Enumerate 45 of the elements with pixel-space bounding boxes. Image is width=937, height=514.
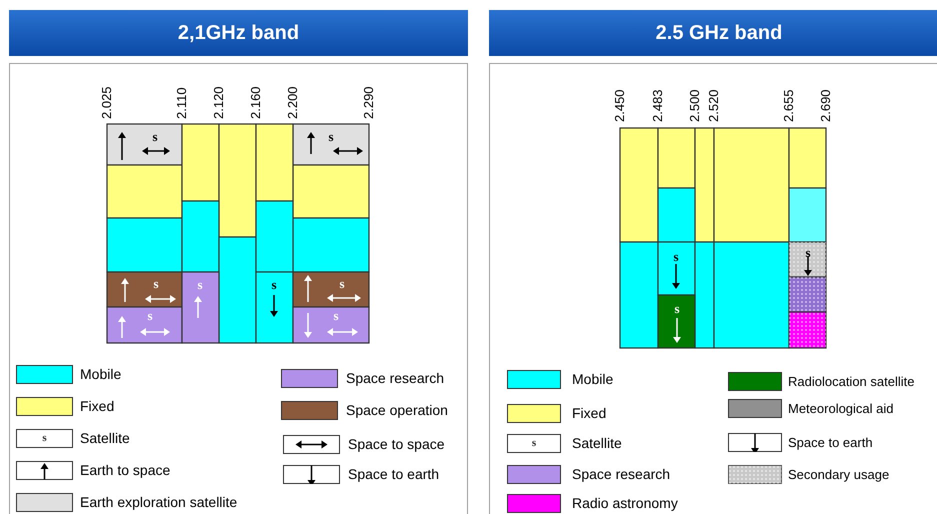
legend-label: Fixed xyxy=(80,397,114,416)
panel-header: 2,1GHz band xyxy=(9,10,468,56)
satellite-mark: s xyxy=(673,250,679,263)
legend-label: Earth to space xyxy=(80,461,170,480)
frequency-tick-label: 2.120 xyxy=(211,86,227,119)
legend-label: Space operation xyxy=(346,401,448,420)
frequency-tick-label: 2.655 xyxy=(781,89,797,122)
legend-label: Space to earth xyxy=(348,465,440,484)
satellite-mark: s xyxy=(197,278,203,291)
frequency-tick-label: 2.500 xyxy=(687,89,703,122)
satellite-mark: s xyxy=(328,130,334,143)
satellite-mark: s xyxy=(271,278,277,291)
legend-label: Secondary usage xyxy=(788,466,890,484)
legend-label: Radio astronomy xyxy=(572,494,678,513)
frequency-tick-label: 2.690 xyxy=(818,89,834,122)
satellite-mark: s xyxy=(805,246,811,259)
legend-label: Satellite xyxy=(572,434,622,453)
legend-label: Fixed xyxy=(572,404,606,423)
frequency-tick-label: 2.290 xyxy=(361,86,377,119)
legend-label: Space to space xyxy=(348,435,445,454)
satellite-mark: s xyxy=(339,277,345,290)
frequency-tick-label: 2.025 xyxy=(99,86,115,119)
panel-header: 2.5 GHz band xyxy=(489,10,937,56)
frequency-tick-label: 2.110 xyxy=(174,87,190,119)
legend-label: Space to earth xyxy=(788,434,873,452)
satellite-mark: s xyxy=(147,309,153,322)
satellite-mark: s xyxy=(153,277,159,290)
frequency-tick-label: 2.483 xyxy=(650,89,666,122)
legend-label: Satellite xyxy=(80,429,130,448)
frequency-tick-label: 2.450 xyxy=(612,89,628,122)
legend-label: Mobile xyxy=(572,370,614,389)
satellite-mark: s xyxy=(674,302,680,315)
legend-label: Earth exploration satellite xyxy=(80,493,238,512)
satellite-mark: s xyxy=(333,309,339,322)
legend-label: Mobile xyxy=(80,365,122,384)
satellite-mark: s xyxy=(532,438,536,449)
legend-label: Space research xyxy=(346,369,444,388)
frequency-tick-label: 2.520 xyxy=(706,89,722,122)
legend-label: Space research xyxy=(572,465,670,484)
frequency-tick-label: 2.160 xyxy=(248,86,264,119)
frequency-tick-label: 2.200 xyxy=(285,86,301,119)
legend-label: Radiolocation satellite xyxy=(788,373,914,391)
legend-label: Meteorological aid xyxy=(788,400,894,418)
satellite-mark: s xyxy=(152,130,158,143)
satellite-mark: s xyxy=(42,433,47,444)
